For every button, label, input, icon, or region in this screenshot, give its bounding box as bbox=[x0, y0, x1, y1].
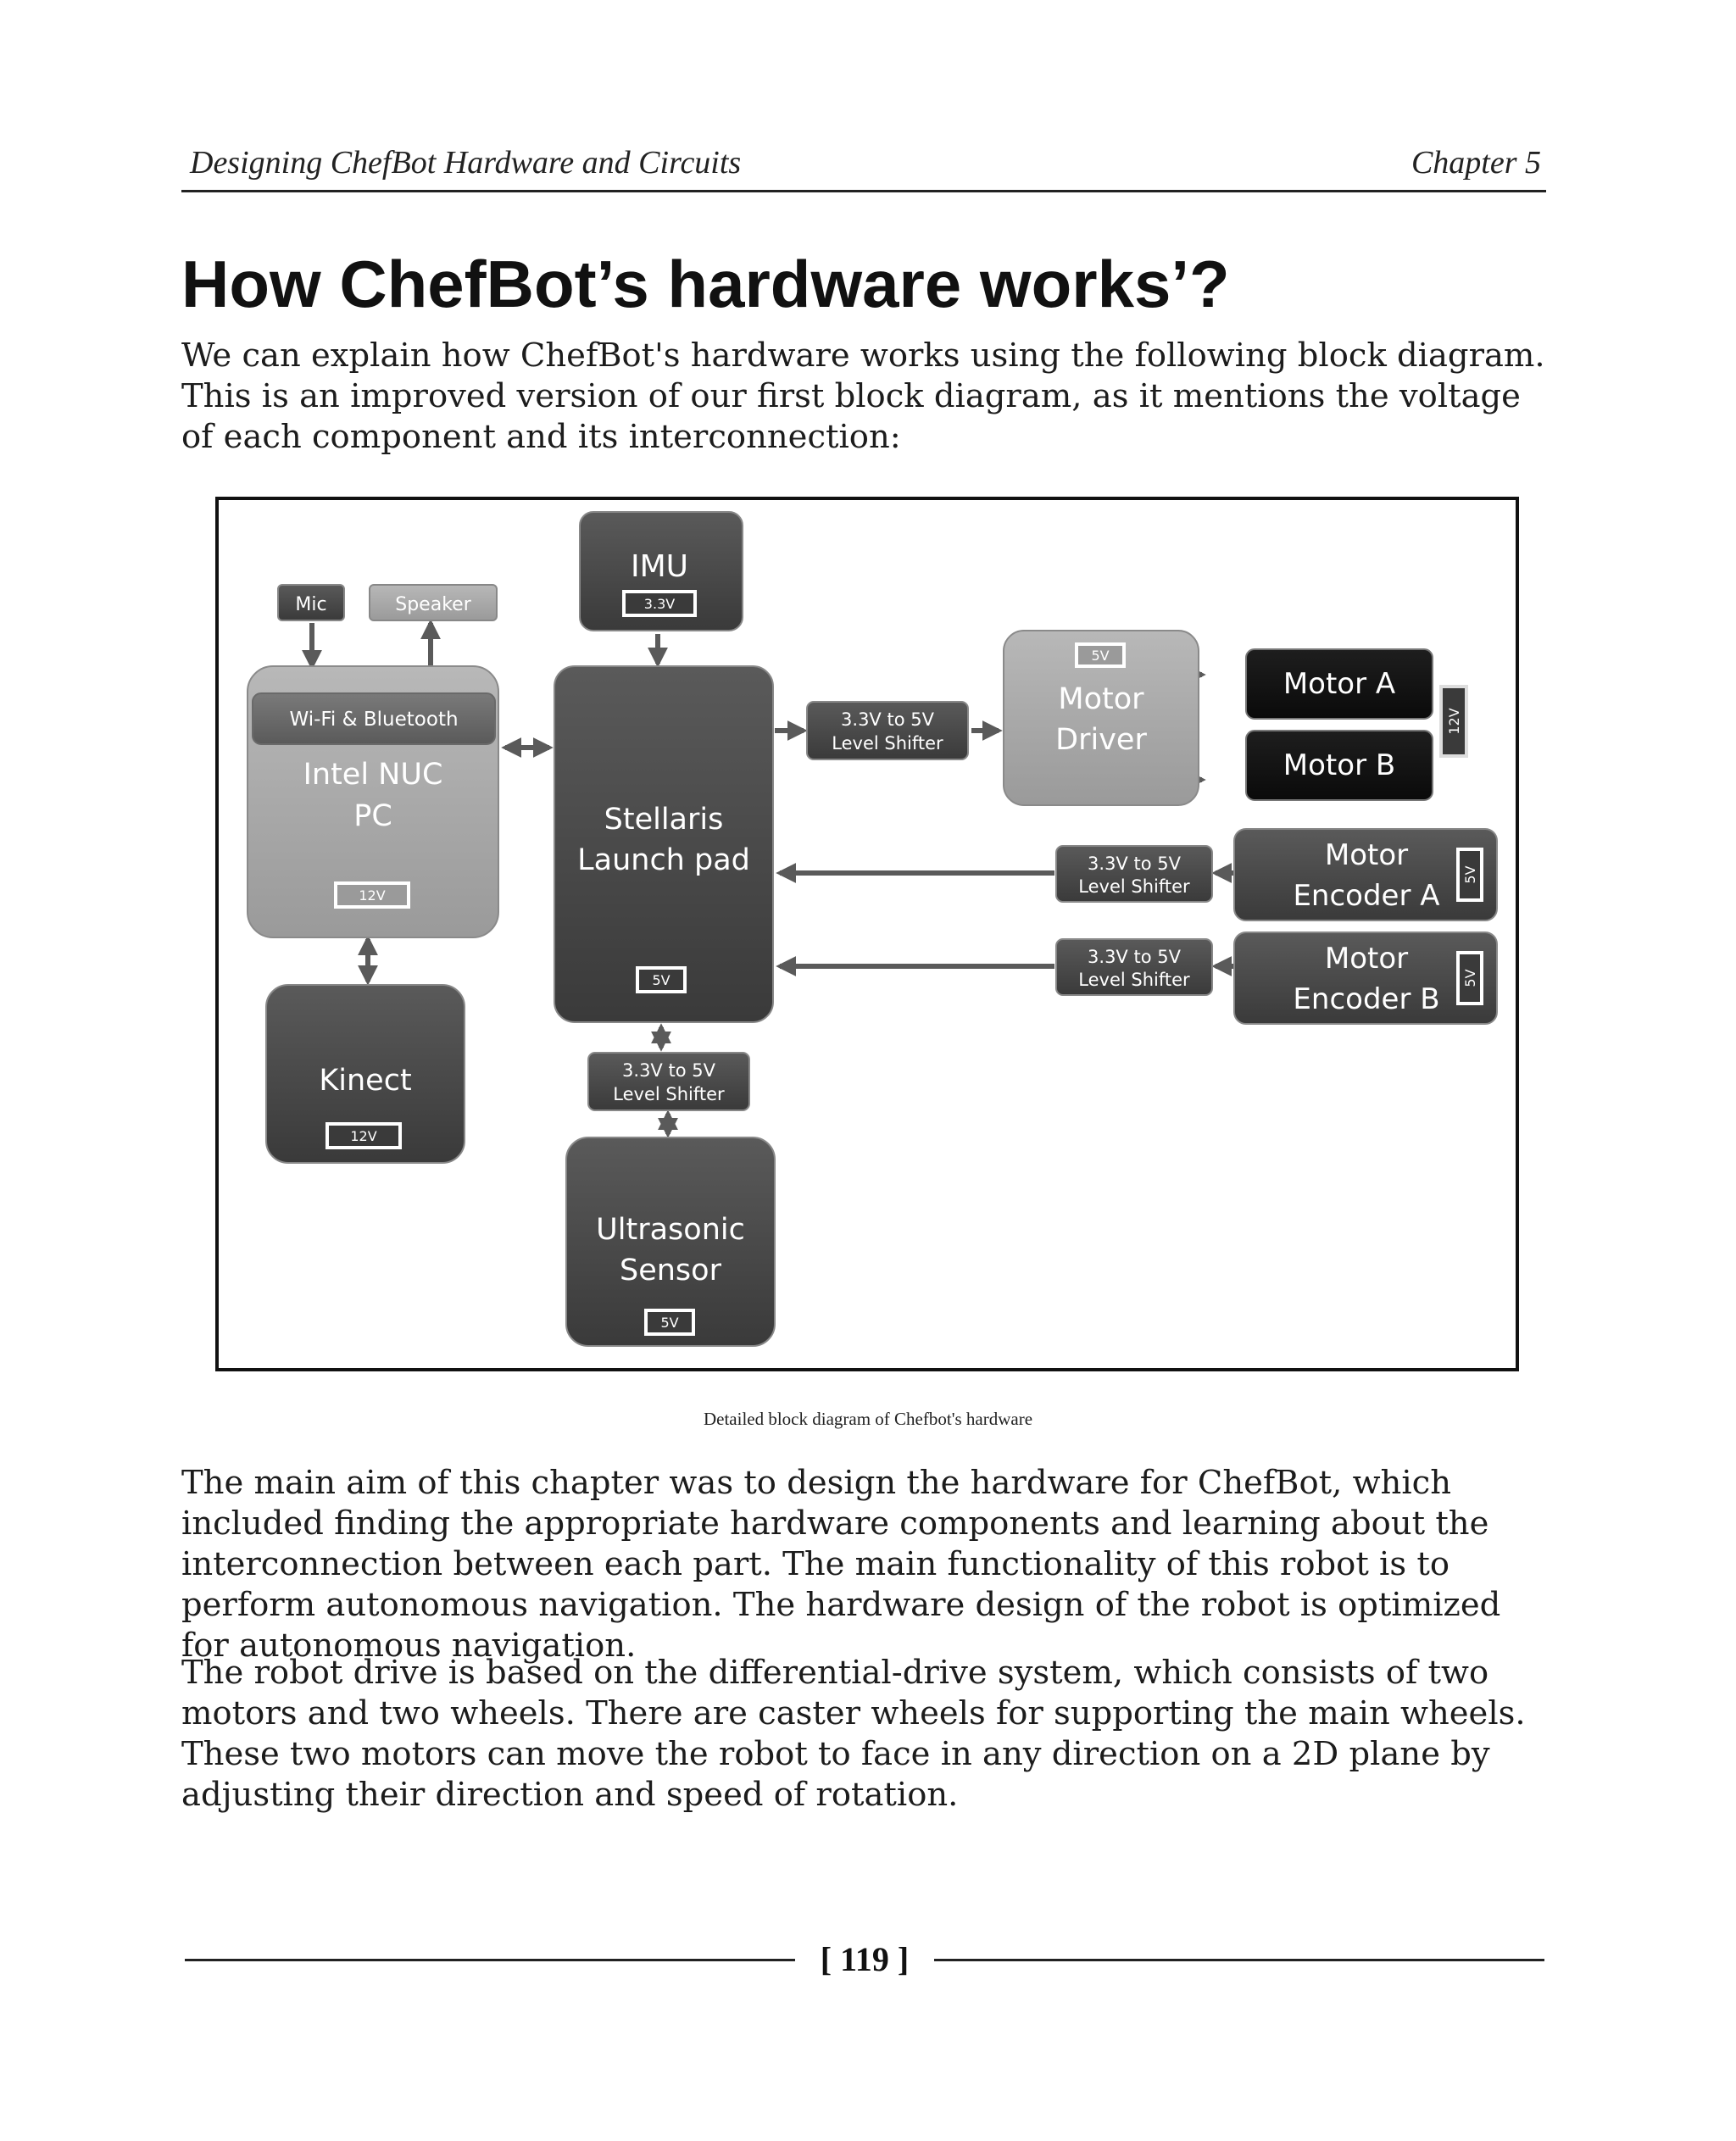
shifter-enc-b-line2: Level Shifter bbox=[1078, 970, 1190, 990]
level-shifter-encoder-a: 3.3V to 5V Level Shifter bbox=[1055, 845, 1213, 903]
footer-rule-left bbox=[185, 1959, 795, 1961]
motors-voltage-badge: 12V bbox=[1439, 685, 1468, 758]
motor-driver-block: 5V Motor Driver bbox=[1003, 630, 1199, 806]
encoder-b-voltage-badge: 5V bbox=[1462, 969, 1478, 987]
driver-label-line1: Motor bbox=[1058, 682, 1144, 716]
motor-b-label: Motor B bbox=[1283, 748, 1395, 782]
level-shifter-motor: 3.3V to 5V Level Shifter bbox=[806, 701, 969, 760]
imu-block: IMU 3.3V bbox=[579, 511, 743, 631]
block-diagram: Mic Speaker IMU 3.3V Wi-Fi & Bluetooth I… bbox=[247, 511, 1498, 1347]
shifter-enc-b-line1: 3.3V to 5V bbox=[1088, 947, 1182, 967]
block-diagram-figure: Mic Speaker IMU 3.3V Wi-Fi & Bluetooth I… bbox=[215, 497, 1519, 1371]
intel-nuc-block: Wi-Fi & Bluetooth Intel NUC PC 12V bbox=[247, 665, 499, 938]
encoder-a-line2: Encoder A bbox=[1293, 879, 1439, 913]
stellaris-label-line1: Stellaris bbox=[604, 803, 724, 837]
motor-b-block: Motor B bbox=[1245, 730, 1433, 801]
wifi-bluetooth-label: Wi-Fi & Bluetooth bbox=[289, 709, 458, 731]
running-header-title: Designing ChefBot Hardware and Circuits bbox=[190, 145, 742, 181]
footer-rule-right bbox=[934, 1959, 1544, 1961]
body-paragraph-2: The robot drive is based on the differen… bbox=[181, 1654, 1526, 1814]
driver-voltage-badge: 5V bbox=[1091, 648, 1109, 664]
stellaris-label-line2: Launch pad bbox=[577, 843, 750, 877]
driver-label-line2: Driver bbox=[1055, 723, 1147, 757]
figure-caption: Detailed block diagram of Chefbot's hard… bbox=[703, 1409, 1033, 1429]
imu-label: IMU bbox=[631, 549, 688, 584]
speaker-block: Speaker bbox=[369, 584, 498, 621]
header-rule bbox=[181, 190, 1546, 192]
encoder-b-line1: Motor bbox=[1325, 942, 1408, 976]
body-paragraph-1: The main aim of this chapter was to desi… bbox=[181, 1464, 1501, 1665]
encoder-b-line2: Encoder B bbox=[1293, 982, 1439, 1016]
mic-label: Mic bbox=[295, 594, 326, 615]
connector-arrows bbox=[302, 619, 1234, 1138]
ultrasonic-voltage-badge: 5V bbox=[660, 1315, 678, 1331]
encoder-a-voltage-badge: 5V bbox=[1462, 865, 1478, 883]
shifter-motor-line2: Level Shifter bbox=[832, 733, 943, 754]
ultrasonic-label-line2: Sensor bbox=[620, 1254, 722, 1287]
nuc-label-line1: Intel NUC bbox=[303, 758, 443, 792]
motor-encoder-b-block: Motor Encoder B 5V bbox=[1233, 931, 1498, 1025]
intro-paragraph: We can explain how ChefBot's hardware wo… bbox=[181, 336, 1545, 456]
mic-block: Mic bbox=[277, 584, 345, 621]
kinect-label: Kinect bbox=[319, 1064, 411, 1098]
stellaris-voltage-badge: 5V bbox=[652, 972, 670, 988]
level-shifter-encoder-b: 3.3V to 5V Level Shifter bbox=[1055, 938, 1213, 996]
shifter-enc-a-line2: Level Shifter bbox=[1078, 876, 1190, 897]
shifter-ultra-line2: Level Shifter bbox=[613, 1084, 725, 1104]
nuc-label-line2: PC bbox=[353, 799, 392, 833]
nuc-voltage-badge: 12V bbox=[359, 887, 385, 904]
level-shifter-ultrasonic: 3.3V to 5V Level Shifter bbox=[587, 1052, 750, 1111]
speaker-label: Speaker bbox=[395, 594, 471, 615]
motors-voltage-text: 12V bbox=[1446, 708, 1462, 734]
shifter-enc-a-line1: 3.3V to 5V bbox=[1088, 854, 1182, 874]
running-header-chapter: Chapter 5 bbox=[1410, 145, 1541, 181]
ultrasonic-label-line1: Ultrasonic bbox=[596, 1213, 745, 1247]
imu-voltage-badge: 3.3V bbox=[644, 596, 675, 612]
shifter-motor-line1: 3.3V to 5V bbox=[841, 709, 935, 730]
motor-encoder-a-block: Motor Encoder A 5V bbox=[1233, 828, 1498, 921]
stellaris-block: Stellaris Launch pad 5V bbox=[554, 665, 774, 1023]
motor-a-block: Motor A bbox=[1245, 648, 1433, 720]
shifter-ultra-line1: 3.3V to 5V bbox=[622, 1060, 716, 1081]
page-number: [ 119 ] bbox=[820, 1940, 910, 1978]
ultrasonic-sensor-block: Ultrasonic Sensor 5V bbox=[565, 1137, 776, 1347]
motor-a-label: Motor A bbox=[1283, 667, 1395, 701]
encoder-a-line1: Motor bbox=[1325, 838, 1408, 872]
section-title: How ChefBot’s hardware works’? bbox=[181, 247, 1230, 321]
kinect-block: Kinect 12V bbox=[265, 984, 465, 1164]
kinect-voltage-badge: 12V bbox=[350, 1128, 376, 1144]
